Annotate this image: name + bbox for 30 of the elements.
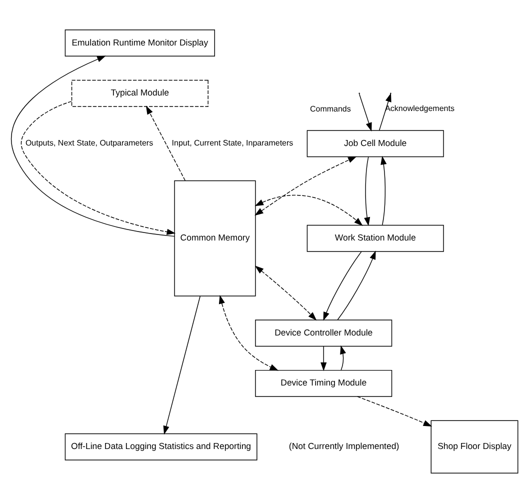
node-box: Device Timing Module	[255, 369, 392, 396]
arrow	[146, 105, 186, 180]
arrow	[358, 93, 372, 131]
arrow	[11, 55, 175, 236]
arrow	[323, 250, 362, 320]
arrow	[340, 344, 346, 370]
arrow	[20, 100, 176, 234]
edge-label: Input, Current State, Inparameters	[172, 138, 294, 148]
arrow	[320, 346, 327, 371]
arrow	[254, 156, 357, 216]
node-box: Device Controller Module	[255, 319, 392, 346]
arrow	[163, 295, 200, 434]
node-box: Shop Floor Display	[430, 420, 518, 473]
arrow	[254, 194, 363, 226]
arrow	[337, 250, 376, 320]
arrow	[380, 155, 387, 225]
arrow	[364, 156, 370, 226]
node-box: Work Station Module	[306, 224, 444, 252]
arrow	[378, 92, 392, 130]
arrow	[357, 396, 432, 426]
arrow	[254, 265, 317, 320]
edge-label: Outputs, Next State, Outparameters	[25, 138, 154, 148]
node-box: Job Cell Module	[306, 130, 444, 157]
arrow	[218, 294, 279, 370]
node-box: Typical Module	[71, 79, 208, 106]
node-label: (Not Currently Implemented)	[288, 440, 400, 451]
edge-label: Commands	[310, 104, 351, 114]
node-box: Common Memory	[174, 180, 256, 296]
node-box: Emulation Runtime Monitor Display	[64, 29, 215, 56]
node-box: Off-Line Data Logging Statistics and Reporting	[64, 432, 258, 460]
